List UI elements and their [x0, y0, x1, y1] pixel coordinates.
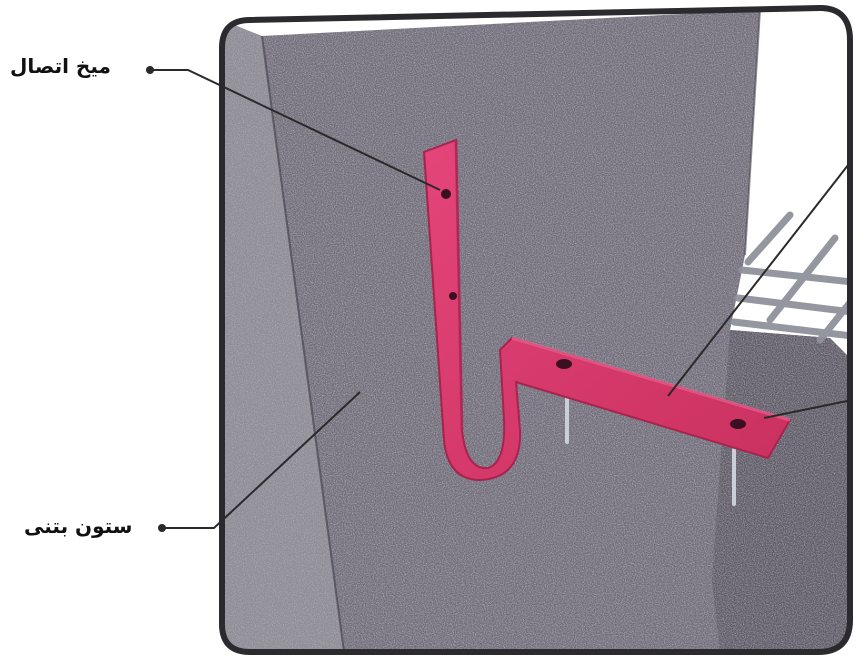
connector-pin-label: میخ اتصال	[10, 54, 111, 78]
leader-dot-connector	[146, 66, 154, 74]
leader-dot-column	[158, 524, 166, 532]
concrete-column-label: ستون بتنی	[24, 514, 132, 538]
